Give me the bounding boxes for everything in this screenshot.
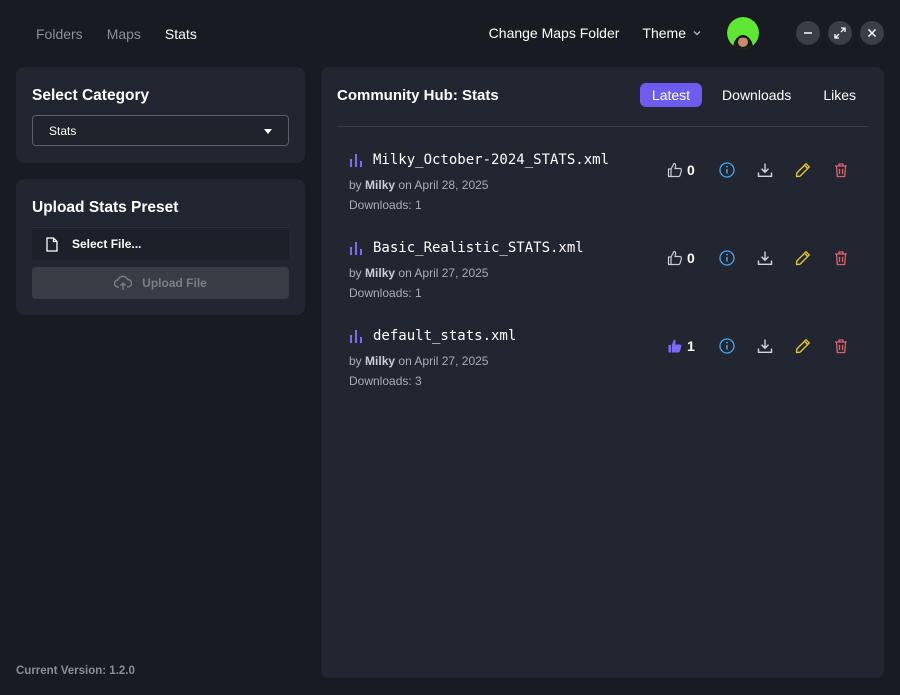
info-icon — [719, 162, 735, 178]
item-actions: 0 — [667, 160, 869, 180]
delete-button[interactable] — [831, 336, 851, 356]
category-selected-value: Stats — [49, 123, 77, 138]
info-button[interactable] — [717, 248, 737, 268]
upload-panel: Upload Stats Preset Select File... Uploa… — [16, 179, 305, 315]
download-button[interactable] — [755, 160, 775, 180]
upload-file-label: Upload File — [142, 276, 207, 290]
like-count: 0 — [687, 162, 695, 178]
tab-latest[interactable]: Latest — [639, 83, 703, 107]
item-author-line: by Milky on April 27, 2025 — [349, 266, 489, 280]
info-button[interactable] — [717, 160, 737, 180]
caret-down-icon — [264, 129, 272, 134]
list-item: Basic_Realistic_STATS.xml by Milky on Ap… — [349, 236, 869, 306]
download-icon — [757, 339, 773, 353]
item-downloads: Downloads: 3 — [349, 374, 422, 388]
download-icon — [757, 163, 773, 177]
list-item: Milky_October-2024_STATS.xml by Milky on… — [349, 148, 869, 218]
like-count: 0 — [687, 250, 695, 266]
category-title: Select Category — [32, 87, 150, 104]
select-file-label: Select File... — [72, 237, 142, 251]
community-hub-panel: Community Hub: Stats Latest Downloads Li… — [321, 67, 884, 678]
item-date: on April 27, 2025 — [398, 354, 489, 368]
item-downloads: Downloads: 1 — [349, 286, 422, 300]
upload-title: Upload Stats Preset — [32, 199, 179, 216]
thumbs-up-filled-icon — [668, 339, 682, 353]
category-panel: Select Category Stats — [16, 67, 305, 163]
item-actions: 0 — [667, 248, 869, 268]
item-author: Milky — [365, 178, 396, 192]
maximize-button[interactable] — [828, 21, 852, 45]
avatar[interactable] — [727, 17, 759, 49]
item-author-line: by Milky on April 28, 2025 — [349, 178, 489, 192]
item-filename: default_stats.xml — [373, 328, 517, 344]
edit-button[interactable] — [793, 336, 813, 356]
hub-tabs: Latest Downloads Likes — [632, 83, 868, 107]
like-button[interactable]: 0 — [667, 162, 717, 178]
item-author: Milky — [365, 266, 396, 280]
nav-maps[interactable]: Maps — [106, 26, 141, 42]
nav-stats[interactable]: Stats — [164, 26, 197, 42]
thumbs-up-icon — [667, 162, 683, 178]
close-button[interactable] — [860, 21, 884, 45]
edit-button[interactable] — [793, 248, 813, 268]
item-downloads: Downloads: 1 — [349, 198, 422, 212]
list-item: default_stats.xml by Milky on April 27, … — [349, 324, 869, 394]
theme-label: Theme — [642, 25, 686, 41]
select-file-button[interactable]: Select File... — [32, 227, 289, 260]
download-button[interactable] — [755, 248, 775, 268]
download-button[interactable] — [755, 336, 775, 356]
hub-title: Community Hub: Stats — [337, 87, 499, 104]
pencil-icon — [795, 163, 810, 178]
item-author: Milky — [365, 354, 396, 368]
info-icon — [719, 250, 735, 266]
edit-button[interactable] — [793, 160, 813, 180]
minimize-icon — [804, 32, 812, 34]
top-bar: Folders Maps Stats Change Maps Folder Th… — [0, 0, 900, 66]
expand-icon — [834, 27, 846, 39]
trash-icon — [835, 339, 847, 354]
theme-dropdown[interactable]: Theme — [642, 25, 702, 41]
chevron-down-icon — [693, 31, 701, 36]
info-icon — [719, 338, 735, 354]
bar-chart-icon — [350, 330, 362, 343]
close-icon — [867, 28, 877, 38]
tab-downloads[interactable]: Downloads — [722, 87, 792, 103]
change-maps-folder-button[interactable]: Change Maps Folder — [488, 25, 620, 41]
delete-button[interactable] — [831, 160, 851, 180]
tab-likes[interactable]: Likes — [823, 87, 856, 103]
item-filename: Milky_October-2024_STATS.xml — [373, 152, 610, 168]
cloud-upload-icon — [114, 275, 133, 290]
item-date: on April 27, 2025 — [398, 266, 489, 280]
pencil-icon — [795, 339, 810, 354]
bar-chart-icon — [350, 154, 362, 167]
trash-icon — [835, 251, 847, 266]
trash-icon — [835, 163, 847, 178]
minimize-button[interactable] — [796, 21, 820, 45]
item-date: on April 28, 2025 — [398, 178, 489, 192]
download-icon — [757, 251, 773, 265]
info-button[interactable] — [717, 336, 737, 356]
hub-divider — [337, 126, 868, 127]
main-nav: Folders Maps Stats — [36, 26, 197, 42]
item-filename: Basic_Realistic_STATS.xml — [373, 240, 584, 256]
file-icon — [46, 236, 58, 252]
pencil-icon — [795, 251, 810, 266]
delete-button[interactable] — [831, 248, 851, 268]
upload-file-button[interactable]: Upload File — [32, 267, 289, 299]
like-count: 1 — [687, 338, 695, 354]
nav-folders[interactable]: Folders — [36, 26, 83, 42]
like-button[interactable]: 0 — [667, 250, 717, 266]
bar-chart-icon — [350, 242, 362, 255]
thumbs-up-icon — [667, 250, 683, 266]
item-author-line: by Milky on April 27, 2025 — [349, 354, 489, 368]
like-button[interactable]: 1 — [667, 338, 717, 354]
current-version: Current Version: 1.2.0 — [16, 665, 135, 677]
category-select[interactable]: Stats — [32, 115, 289, 146]
item-actions: 1 — [667, 336, 869, 356]
top-right-controls: Change Maps Folder Theme — [489, 16, 884, 50]
